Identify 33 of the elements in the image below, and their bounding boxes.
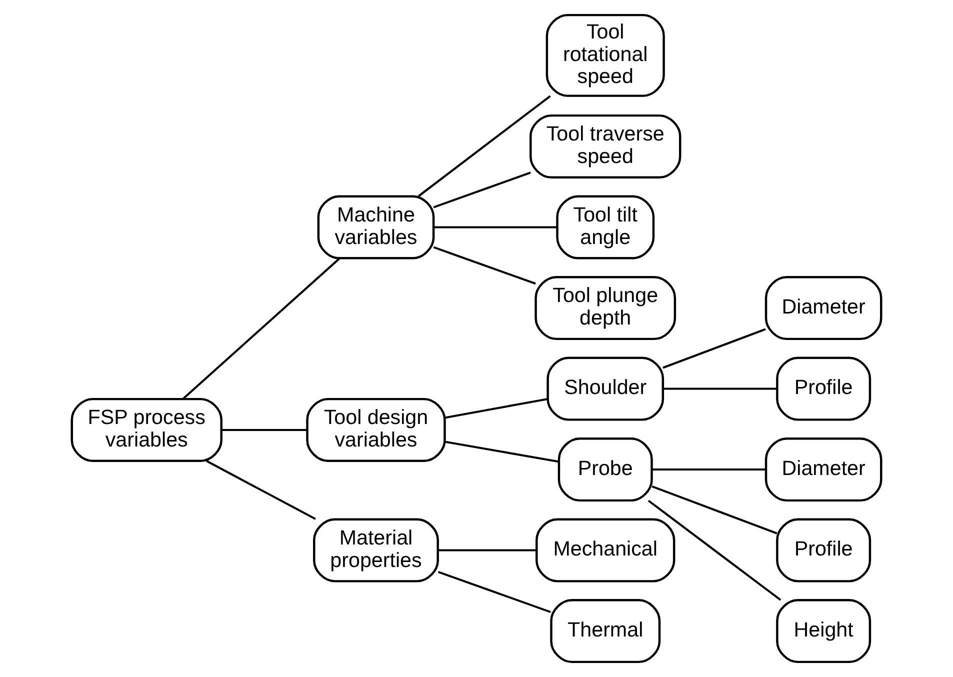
node-box: Material properties [313, 518, 439, 582]
node-box: Shoulder [546, 356, 664, 421]
node-box: Tool traverse speed [530, 114, 682, 179]
node-box: Thermal [550, 598, 661, 664]
node-box: Mechanical [536, 518, 676, 582]
connector [438, 549, 537, 552]
node-box: Diameter [764, 437, 882, 502]
connector [662, 388, 778, 390]
node-box: Profile [776, 356, 872, 421]
node-box: Profile [776, 518, 872, 582]
connector [438, 570, 551, 614]
node-box: Height [776, 598, 872, 664]
node-box: Tool plunge depth [534, 276, 676, 340]
connector [444, 398, 548, 419]
connector [418, 95, 551, 197]
connector [444, 440, 559, 463]
connector [648, 500, 782, 601]
node-box: Tool rotational speed [546, 14, 665, 97]
connector [652, 468, 766, 471]
connector [652, 485, 778, 534]
node-box: Tool design variables [306, 398, 446, 462]
node-box: Tool tilt angle [556, 195, 655, 260]
connector [182, 257, 340, 400]
connector [433, 246, 536, 285]
node-box: FSP process variables [70, 398, 222, 462]
connector [206, 460, 316, 520]
connector [434, 226, 557, 228]
connector [433, 172, 531, 208]
node-box: Machine variables [317, 195, 435, 260]
connector [662, 328, 766, 369]
node-box: Diameter [764, 276, 882, 340]
node-box: Probe [558, 437, 653, 502]
connector [222, 428, 307, 432]
